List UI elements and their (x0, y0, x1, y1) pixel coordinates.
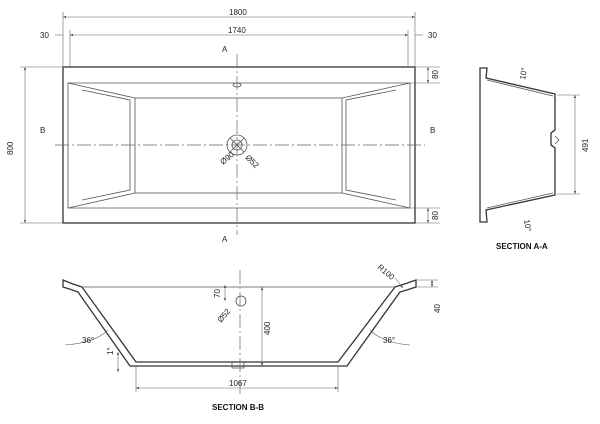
section-bb-waste-outlet (231, 362, 245, 369)
section-aa-angle-bottom-label: 10° (522, 219, 533, 232)
section-bb-angle-left-arc (64, 329, 109, 346)
section-aa-view: 10° 10° 491 SECTION A-A (479, 67, 590, 251)
plan-cut-b-right: B (430, 126, 435, 135)
section-bb-view: R100 70 Ø52 400 40 36° 36° 1° 1067 SECTI… (62, 263, 442, 412)
plan-rim-top-label: 80 (431, 70, 440, 79)
section-bb-overflow-height-label: 70 (213, 289, 222, 298)
plan-waste-outer (226, 134, 248, 156)
plan-dim-width-extensions (20, 66, 63, 224)
plan-cut-b-left: B (40, 126, 45, 135)
section-bb-radius-label: R100 (376, 263, 397, 283)
section-aa-inner-width-label: 491 (581, 138, 590, 152)
plan-overflow-mark (232, 82, 242, 88)
plan-inner-rim (67, 82, 411, 209)
section-bb-rim-height-label: 40 (433, 304, 442, 313)
section-bb-angle-right-label: 36° (383, 336, 395, 345)
plan-rim-bottom-label: 80 (431, 211, 440, 220)
plan-view: Ø90 Ø52 A A B B 1800 1740 30 30 800 80 8… (6, 8, 440, 244)
plan-basin-floor (134, 97, 343, 194)
plan-inner-length-label: 1740 (228, 26, 246, 35)
section-bb-title: SECTION B-B (212, 403, 264, 412)
section-bb-angle-left-label: 36° (82, 336, 94, 345)
section-bb-profile (62, 278, 417, 367)
section-aa-inner-line (486, 79, 554, 209)
section-aa-overflow (554, 135, 560, 145)
section-bb-floor-length-label: 1067 (229, 379, 247, 388)
section-aa-title: SECTION A-A (496, 242, 548, 251)
plan-waste-dia-label: Ø90 (219, 150, 237, 167)
plan-overall-width-label: 800 (6, 141, 15, 155)
section-bb-rim-extensions (416, 279, 438, 288)
plan-slope-edges (67, 82, 411, 209)
section-bb-radius-leader (394, 277, 404, 289)
section-bb-floor-slope-label: 1° (106, 347, 115, 355)
plan-waste-inner (231, 139, 243, 151)
plan-waste-cross (229, 137, 245, 153)
section-aa-dim-extensions (557, 94, 580, 195)
section-bb-overflow (235, 295, 247, 307)
plan-cut-a-bottom: A (222, 235, 228, 244)
plan-rim-right-label: 30 (428, 31, 437, 40)
section-aa-angle-top-label: 10° (518, 67, 529, 80)
section-aa-profile (479, 67, 556, 223)
plan-overall-length-label: 1800 (229, 8, 247, 17)
plan-rim-left-label: 30 (40, 31, 49, 40)
plan-overflow-dia-label: Ø52 (244, 153, 261, 170)
plan-cut-a-top: A (222, 45, 228, 54)
section-bb-angle-right-arc (369, 329, 411, 346)
section-bb-overflow-dia-label: Ø52 (216, 306, 233, 324)
plan-dim-extension-lines (62, 12, 416, 67)
section-bb-depth-label: 400 (263, 321, 272, 335)
